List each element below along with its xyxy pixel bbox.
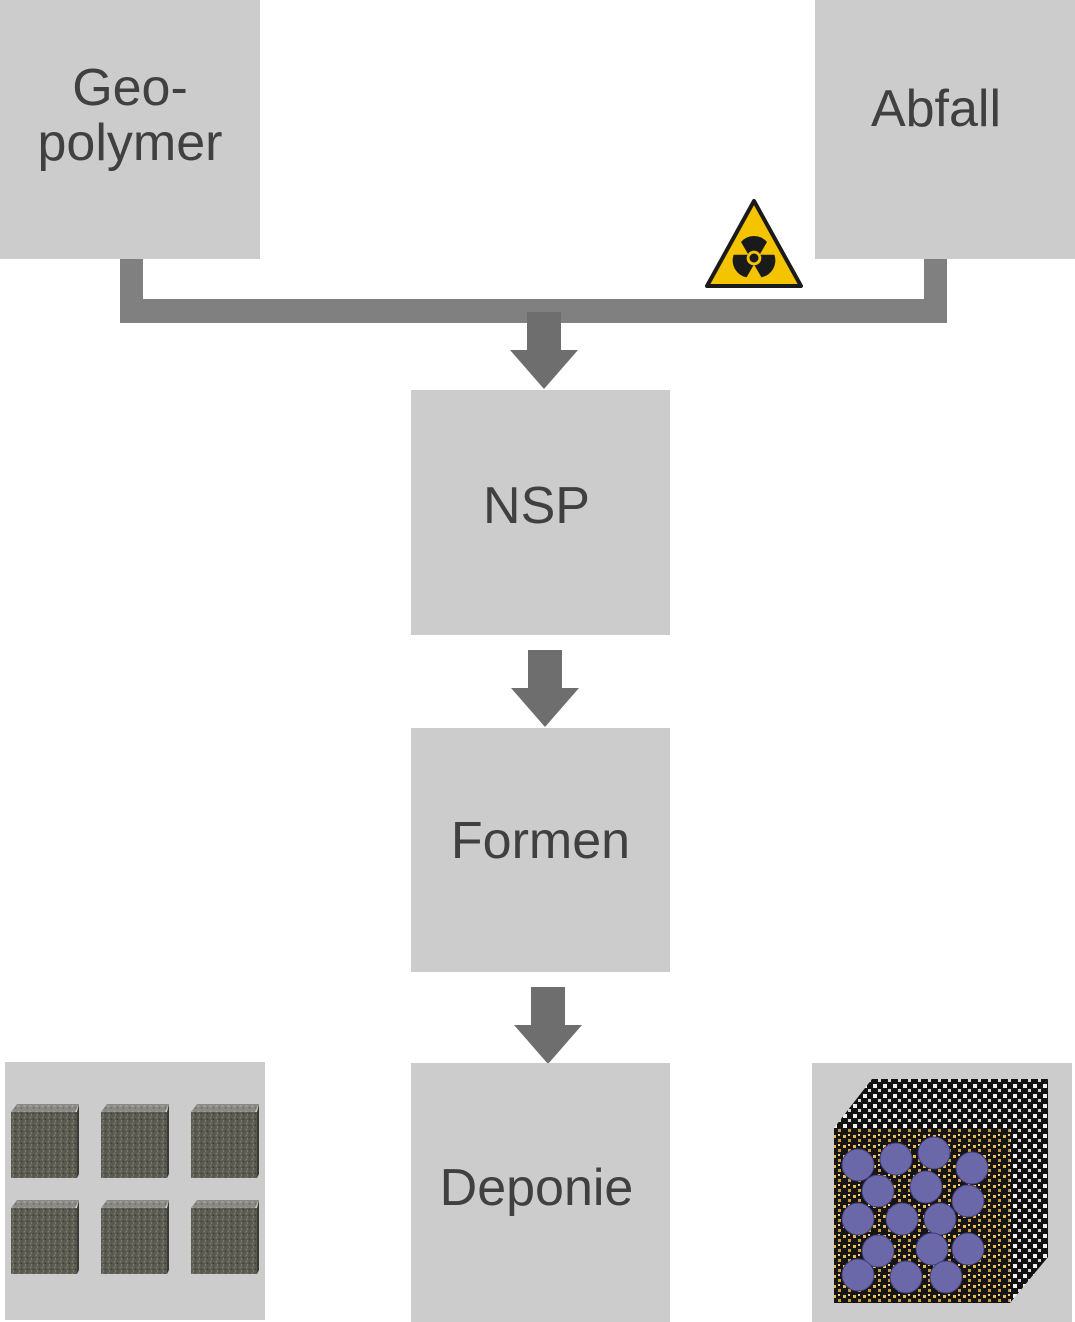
arrow-to-deponie xyxy=(510,987,586,1065)
arrow-to-nsp xyxy=(506,312,582,390)
abfall-label: Abfall xyxy=(870,80,1002,139)
deponie-label: Deponie xyxy=(439,1159,634,1218)
formen-label: Formen xyxy=(450,811,631,870)
arrow-to-formen xyxy=(507,650,583,728)
waste-matrix-cube-image xyxy=(812,1063,1072,1322)
abfall-box: Abfall xyxy=(815,0,1075,259)
radiation-warning-icon xyxy=(704,198,804,290)
nsp-box: NSP xyxy=(411,390,670,635)
concrete-blocks-image xyxy=(5,1062,265,1320)
geopolymer-label-line1: Geo- xyxy=(72,58,188,117)
formen-box: Formen xyxy=(411,728,670,972)
geopolymer-box: Geo- polymer xyxy=(0,0,260,259)
nsp-label: NSP xyxy=(483,477,590,536)
deponie-box: Deponie xyxy=(411,1063,670,1322)
geopolymer-label-line2: polymer xyxy=(37,113,223,172)
